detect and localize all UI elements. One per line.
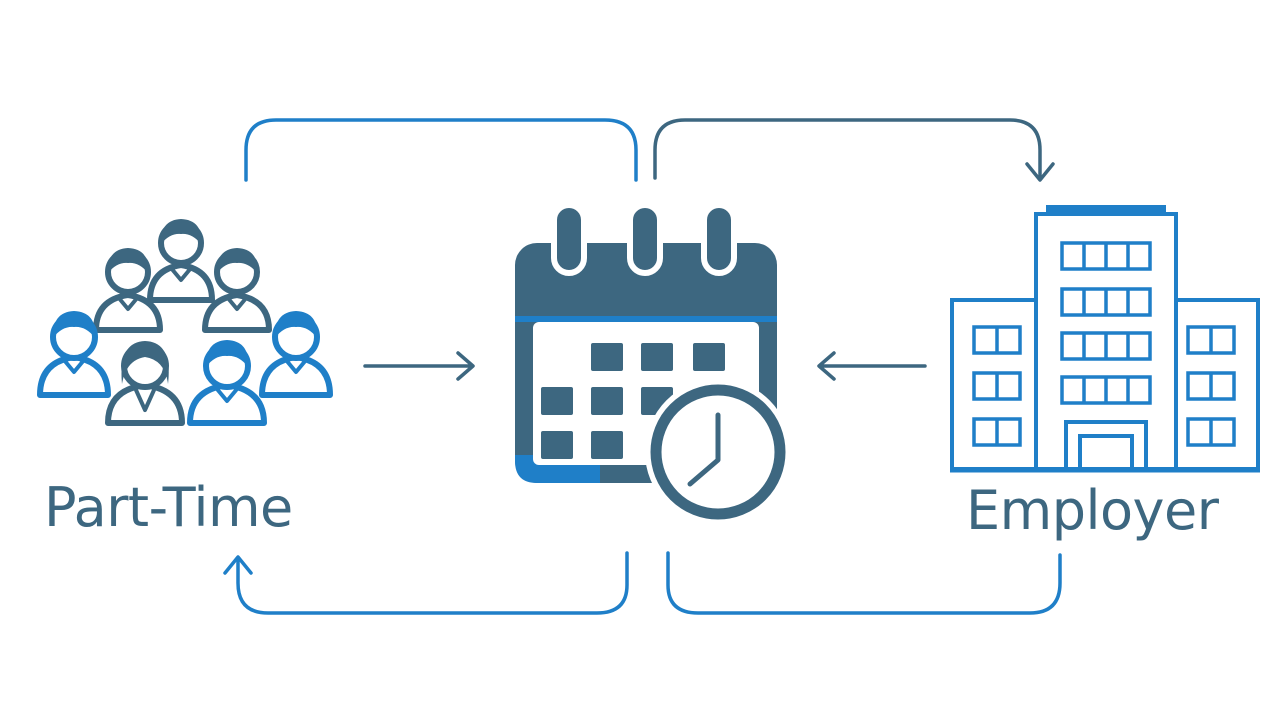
parttime-label: Part-Time (44, 476, 293, 539)
top-right-arrowhead (1025, 162, 1055, 182)
arrow-parttime-to-calendar (363, 351, 475, 381)
bottom-left-arrowhead (223, 555, 253, 575)
top-left-loop-connector (244, 118, 638, 182)
top-right-loop-arrow (653, 118, 1042, 180)
employer-label: Employer (966, 479, 1219, 542)
office-building-icon (950, 205, 1260, 473)
arrow-employer-to-calendar (817, 351, 927, 381)
bottom-left-loop-arrow (236, 551, 629, 615)
clock-icon (645, 379, 791, 525)
calendar-clock-icon (515, 202, 791, 525)
bottom-right-loop-connector (666, 551, 1062, 615)
people-group-icon (37, 219, 333, 426)
